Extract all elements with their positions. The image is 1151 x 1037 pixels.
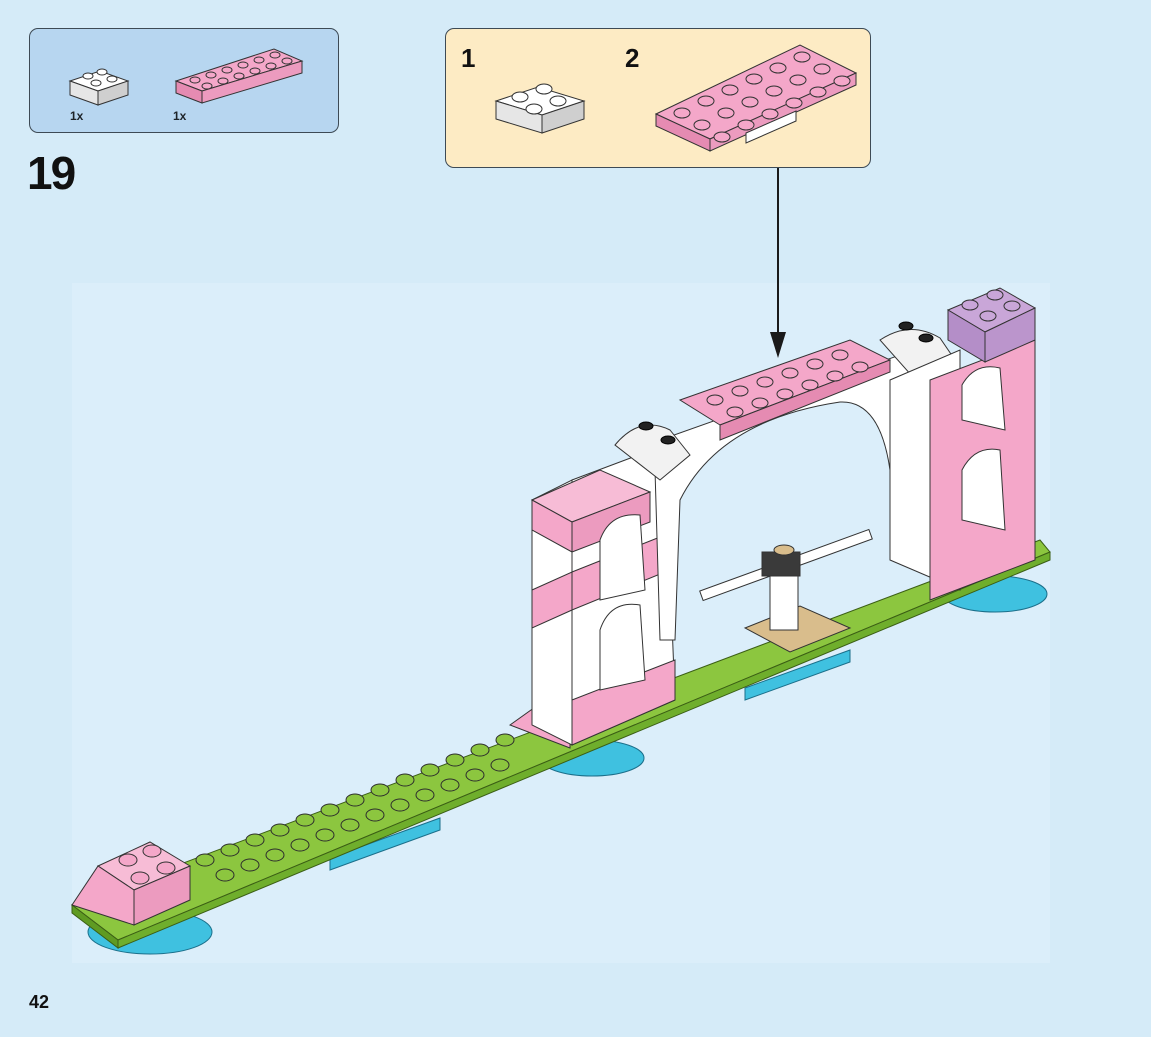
page-number: 42 [29,992,49,1013]
